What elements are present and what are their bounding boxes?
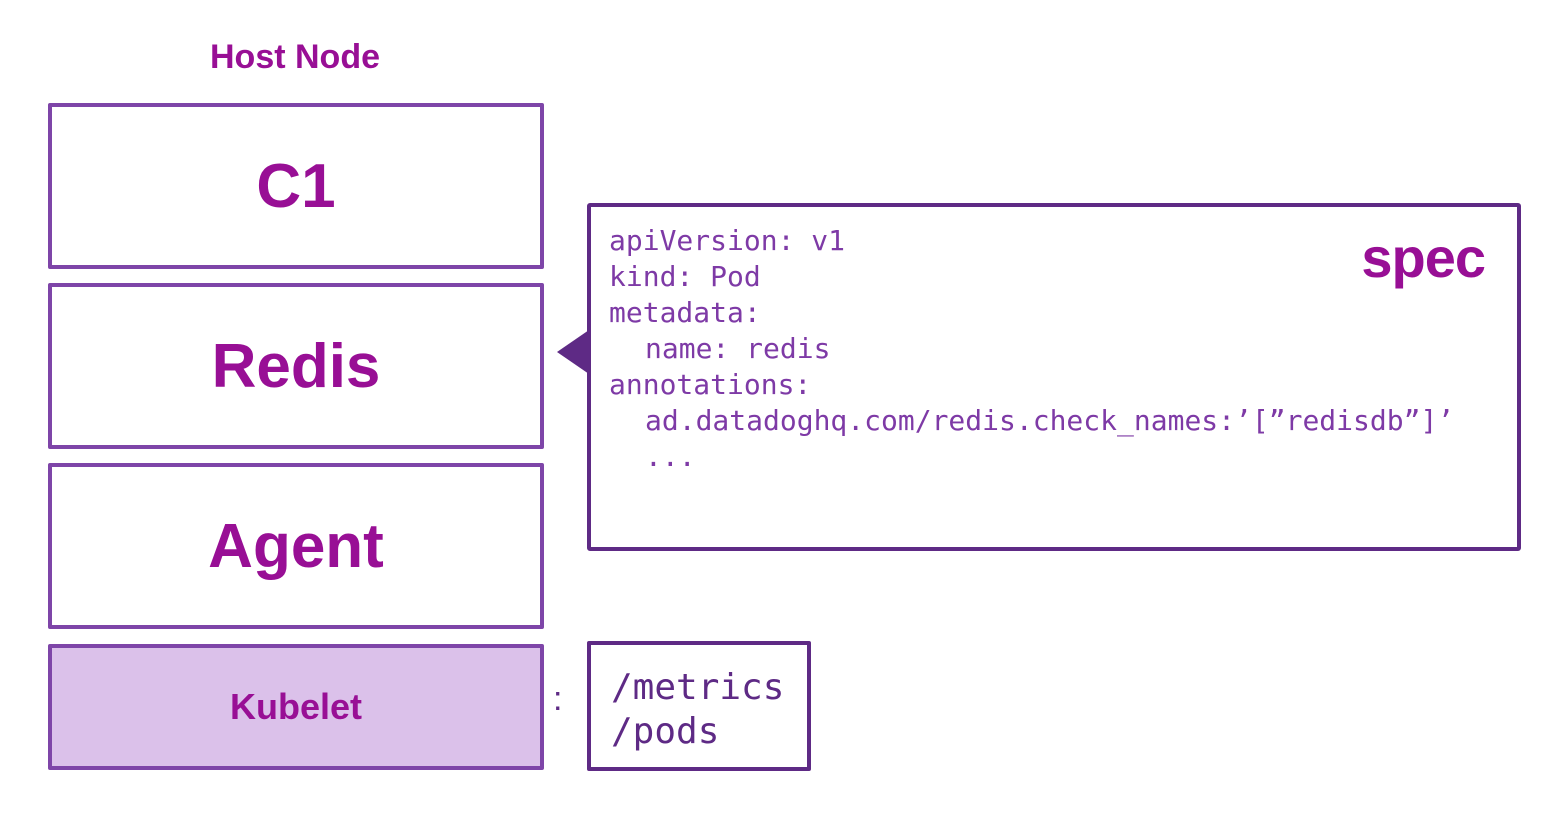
container-agent: Agent bbox=[48, 463, 544, 629]
spec-line-check-names: ad.datadoghq.com/redis.check_names:’[”re… bbox=[645, 404, 1455, 437]
container-redis-label: Redis bbox=[211, 331, 381, 401]
container-redis: Redis bbox=[48, 283, 544, 449]
spec-line-annotations: annotations: bbox=[609, 368, 812, 401]
container-agent-label: Agent bbox=[208, 511, 384, 581]
spec-line-name: name: redis bbox=[645, 332, 831, 365]
container-c1-label: C1 bbox=[256, 151, 336, 221]
spec-line-api-version: apiVersion: v1 bbox=[609, 224, 846, 257]
kubelet-endpoints-box: /metrics /pods bbox=[587, 641, 811, 771]
container-c1: C1 bbox=[48, 103, 544, 269]
spec-line-ellipsis: ... bbox=[645, 440, 696, 473]
kubelet-endpoint-separator: : bbox=[553, 680, 563, 718]
spec-title: spec bbox=[1361, 226, 1486, 289]
spec-line-metadata: metadata: bbox=[609, 296, 761, 329]
pod-spec-panel: spec apiVersion: v1 kind: Pod metadata: … bbox=[587, 203, 1521, 551]
host-node-title: Host Node bbox=[210, 38, 380, 76]
endpoint-metrics: /metrics bbox=[611, 667, 785, 708]
spec-pointer-arrow bbox=[557, 330, 589, 374]
spec-code-block: apiVersion: v1 kind: Pod metadata: name:… bbox=[609, 223, 1454, 475]
kubelet-label: Kubelet bbox=[229, 686, 362, 727]
kubelet-box: Kubelet bbox=[48, 644, 544, 770]
endpoint-pods: /pods bbox=[611, 711, 720, 752]
spec-line-kind: kind: Pod bbox=[609, 260, 761, 293]
